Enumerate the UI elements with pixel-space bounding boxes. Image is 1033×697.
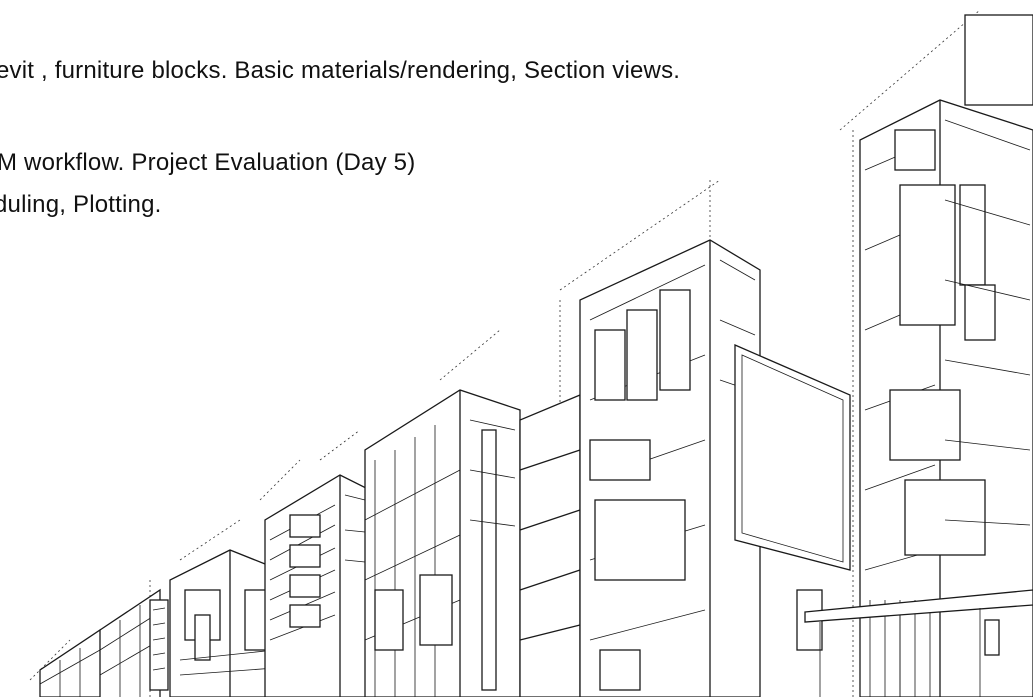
building-vertical-fins — [364, 389, 521, 697]
building-small — [169, 549, 281, 697]
text-line-2: M workflow. Project Evaluation (Day 5) — [0, 149, 416, 176]
billboard — [734, 344, 851, 651]
building-central — [519, 239, 761, 697]
building-mid-left — [264, 474, 371, 697]
text-line-1: evit , furniture blocks. Basic materials… — [0, 57, 681, 84]
building-tall-tower — [859, 14, 1033, 697]
text-line-3: duling, Plotting. — [0, 191, 162, 218]
canopy — [804, 589, 1033, 697]
building-far-left — [39, 588, 169, 697]
